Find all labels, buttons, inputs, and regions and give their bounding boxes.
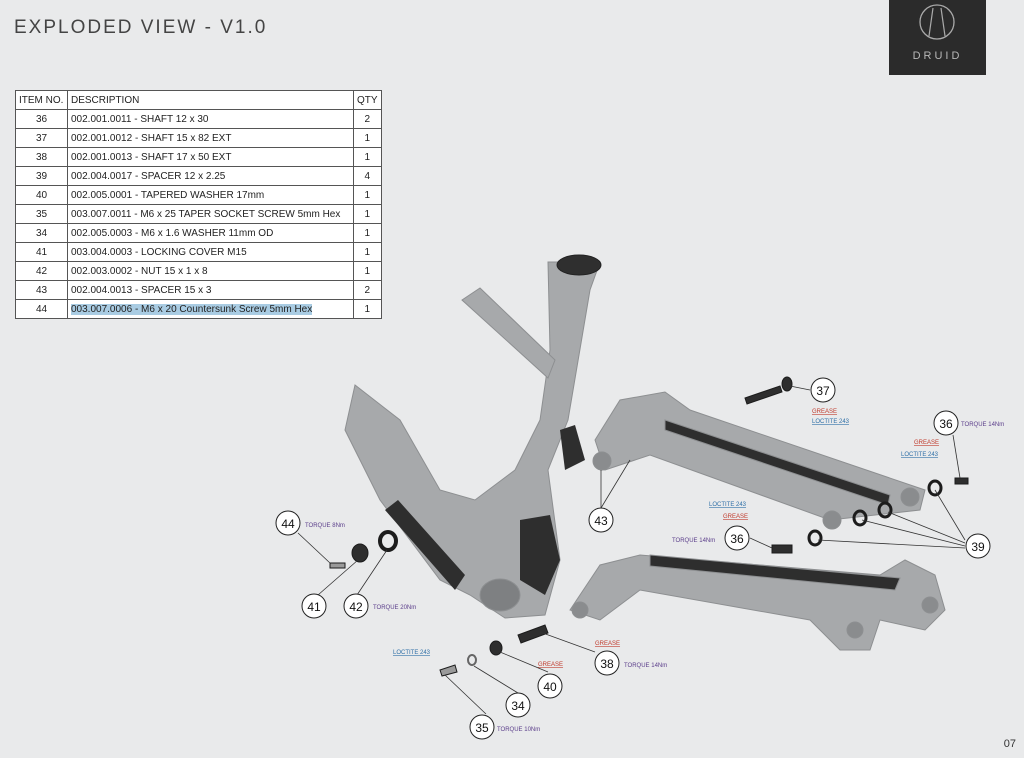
svg-text:38: 38 xyxy=(600,657,614,671)
callout-37: 37 GREASE LOCTITE 243 xyxy=(810,377,850,425)
page-title: EXPLODED VIEW - V1.0 xyxy=(14,16,268,38)
svg-text:GREASE: GREASE xyxy=(914,440,939,446)
svg-text:GREASE: GREASE xyxy=(538,662,563,668)
svg-text:TORQUE 10Nm: TORQUE 10Nm xyxy=(497,727,540,733)
callout-38: 38 TORQUE 14Nm GREASE xyxy=(594,641,667,676)
svg-text:GREASE: GREASE xyxy=(723,514,748,520)
svg-text:TORQUE 8Nm: TORQUE 8Nm xyxy=(305,523,345,529)
callout-34: 34 LOCTITE 243 xyxy=(393,650,531,718)
druid-logo-icon xyxy=(919,4,955,40)
callout-36-mid: 36 TORQUE 14Nm GREASE LOCTITE 243 xyxy=(672,502,750,551)
hardware xyxy=(329,376,969,677)
page-number: 07 xyxy=(1003,738,1016,750)
svg-text:44: 44 xyxy=(281,517,295,531)
svg-text:TORQUE 14Nm: TORQUE 14Nm xyxy=(961,422,1004,428)
svg-text:40: 40 xyxy=(543,680,557,694)
svg-text:36: 36 xyxy=(730,532,744,546)
svg-text:LOCTITE 243: LOCTITE 243 xyxy=(812,419,850,425)
svg-text:39: 39 xyxy=(971,540,985,554)
upper-link xyxy=(592,391,926,530)
svg-text:LOCTITE 243: LOCTITE 243 xyxy=(901,452,939,458)
svg-text:TORQUE 20Nm: TORQUE 20Nm xyxy=(373,605,416,611)
svg-text:37: 37 xyxy=(816,384,830,398)
selected-text: 003.007.0006 - M6 x 20 Countersunk Screw… xyxy=(71,303,313,315)
svg-text:GREASE: GREASE xyxy=(595,641,620,647)
druid-logo: DRUID xyxy=(889,0,986,75)
chainstay-guard xyxy=(385,425,585,595)
svg-text:42: 42 xyxy=(349,600,363,614)
callout-43: 43 xyxy=(588,507,614,533)
lower-link xyxy=(569,554,946,651)
callout-39: 39 xyxy=(965,533,991,559)
leader-lines xyxy=(297,385,966,715)
callout-35: 35 TORQUE 10Nm xyxy=(469,714,540,740)
svg-text:TORQUE 14Nm: TORQUE 14Nm xyxy=(624,663,667,669)
svg-text:LOCTITE 243: LOCTITE 243 xyxy=(393,650,431,656)
callout-36-top: 36 TORQUE 14Nm GREASE LOCTITE 243 xyxy=(901,410,1004,458)
svg-text:LOCTITE 243: LOCTITE 243 xyxy=(709,502,747,508)
svg-text:34: 34 xyxy=(511,699,525,713)
callouts: 37 GREASE LOCTITE 243 36 TORQUE 14Nm GRE… xyxy=(275,377,1004,740)
svg-text:41: 41 xyxy=(307,600,321,614)
svg-text:43: 43 xyxy=(594,514,608,528)
callout-42: 42 TORQUE 20Nm xyxy=(343,593,416,619)
item-qty: 1 xyxy=(353,299,382,319)
svg-text:36: 36 xyxy=(939,417,953,431)
logo-text: DRUID xyxy=(912,50,963,62)
svg-text:35: 35 xyxy=(475,721,489,735)
svg-text:TORQUE 14Nm: TORQUE 14Nm xyxy=(672,538,715,544)
callout-41: 41 xyxy=(301,593,327,619)
svg-text:GREASE: GREASE xyxy=(812,409,837,415)
item-description[interactable]: 003.007.0006 - M6 x 20 Countersunk Screw… xyxy=(67,299,354,319)
callout-40: 40 GREASE xyxy=(537,662,563,699)
callout-44: 44 TORQUE 8Nm xyxy=(275,510,345,536)
